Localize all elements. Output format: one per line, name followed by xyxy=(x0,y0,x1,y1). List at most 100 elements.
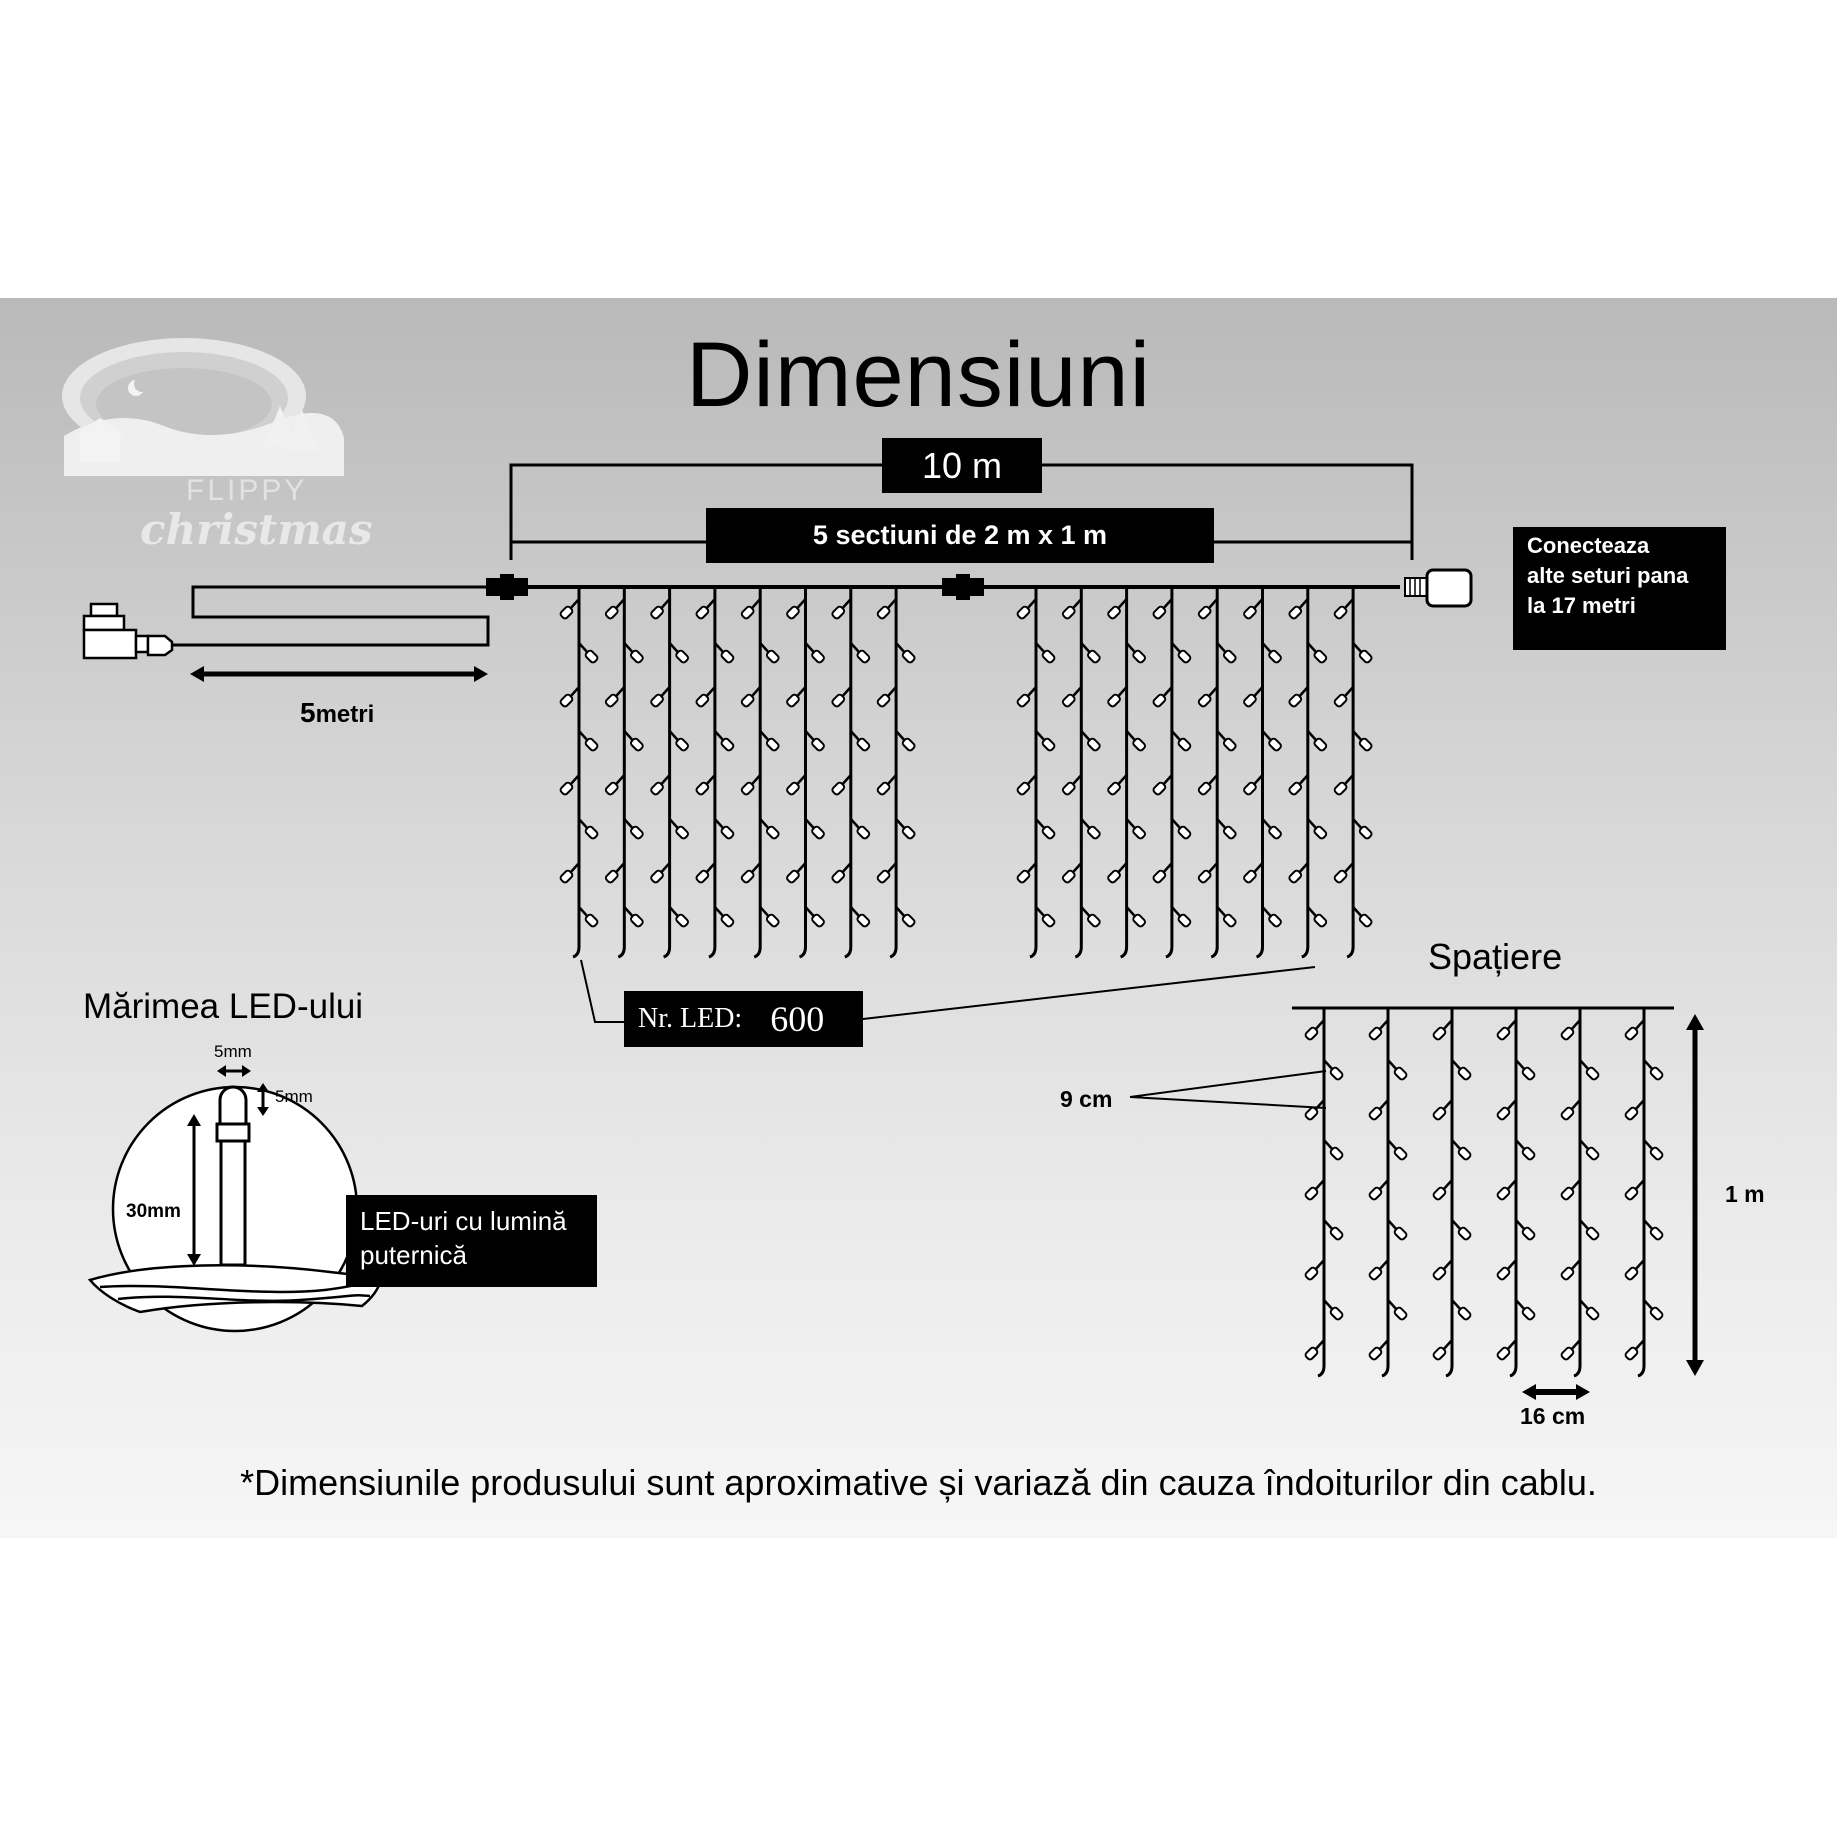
led-bulb-icon xyxy=(1170,730,1192,752)
led-height-label: 5mm xyxy=(275,1087,313,1106)
led-bulb-icon xyxy=(1243,774,1264,796)
led-bulb-icon xyxy=(695,686,716,708)
led-bulb-icon xyxy=(876,862,898,884)
led-bulb-icon xyxy=(1579,1219,1600,1241)
led-bulb-icon xyxy=(804,906,825,928)
led-bulb-icon xyxy=(713,906,735,928)
led-bulb-icon xyxy=(578,642,599,664)
led-bulb-icon xyxy=(1261,642,1282,664)
led-count-label: Nr. LED: xyxy=(638,1003,743,1034)
led-bulb-icon xyxy=(650,862,671,884)
led-bulb-icon xyxy=(695,598,716,620)
led-bulb-icon xyxy=(559,862,580,884)
led-bulb-icon xyxy=(1125,642,1146,664)
led-bulb-icon xyxy=(786,598,807,620)
led-bulb-icon xyxy=(1323,1219,1344,1241)
led-bulb-icon xyxy=(650,598,671,620)
spacing-height-label: 1 m xyxy=(1725,1181,1765,1207)
led-bulb-icon xyxy=(1304,1259,1325,1281)
led-width-arrow xyxy=(217,1065,251,1077)
brand-logo xyxy=(62,338,344,476)
led-bulb-icon xyxy=(1352,906,1373,928)
led-bulb-icon xyxy=(1197,686,1219,708)
led-bulb-icon xyxy=(668,906,689,928)
led-bulb-icon xyxy=(1643,1139,1664,1161)
led-length-label: 30mm xyxy=(126,1201,181,1222)
led-count-value: 600 xyxy=(770,999,825,1039)
led-bulb-icon xyxy=(1216,642,1237,664)
led-bulb-icon xyxy=(1080,906,1101,928)
led-bulb-icon xyxy=(1261,730,1282,752)
led-bulb-icon xyxy=(876,774,898,796)
led-bulb-icon xyxy=(1496,1179,1517,1201)
led-bulb-icon xyxy=(1152,686,1173,708)
curtain-strand xyxy=(1304,1008,1344,1378)
led-bulb-icon xyxy=(895,906,916,928)
led-bulb-icon xyxy=(1288,774,1309,796)
led-bulb-icon xyxy=(668,730,689,752)
curtain-strand xyxy=(1496,1008,1536,1378)
led-bulb-icon xyxy=(713,730,735,752)
led-bulb-icon xyxy=(1304,1339,1325,1361)
led-bulb-icon xyxy=(740,598,762,620)
led-bulb-icon xyxy=(1216,818,1237,840)
led-bulb-icon xyxy=(759,642,780,664)
led-bulb-icon xyxy=(740,862,762,884)
led-bulb-icon xyxy=(895,730,916,752)
led-bulb-icon xyxy=(604,598,626,620)
led-bulb-icon xyxy=(578,818,599,840)
led-bulb-icon xyxy=(804,642,825,664)
led-bulb-icon xyxy=(1323,1299,1344,1321)
led-bulb-icon xyxy=(1560,1019,1581,1041)
led-bulb-icon xyxy=(1304,1099,1325,1121)
led-bulb-icon xyxy=(876,686,898,708)
led-bulb-icon xyxy=(1170,818,1192,840)
led-bulb-icon xyxy=(1387,1139,1408,1161)
connect-note-line: Conecteaza xyxy=(1527,533,1650,558)
led-bulb-icon xyxy=(1352,730,1373,752)
connector-middle xyxy=(942,574,984,600)
led-bulb-icon xyxy=(604,862,626,884)
curtain-right xyxy=(1016,587,1373,959)
total-width-label: 10 m xyxy=(882,438,1042,493)
sections-label: 5 sectiuni de 2 m x 1 m xyxy=(706,508,1214,563)
led-bulb-icon xyxy=(1288,862,1309,884)
led-bulb-icon xyxy=(1515,1299,1536,1321)
led-bulb-icon xyxy=(1304,1179,1325,1201)
curtain-strand xyxy=(786,587,825,959)
curtain-strand xyxy=(1288,587,1328,959)
curtain-strand xyxy=(1197,587,1237,959)
led-bulb-icon xyxy=(623,642,644,664)
led-bulb-icon xyxy=(1624,1099,1645,1121)
led-type-line: LED-uri cu lumină xyxy=(360,1206,567,1236)
led-bulb-icon xyxy=(1432,1339,1453,1361)
led-bulb-icon xyxy=(1035,906,1056,928)
curtain-strand xyxy=(1107,587,1146,959)
led-bulb-icon xyxy=(1451,1299,1472,1321)
led-bulb-icon xyxy=(1496,1339,1517,1361)
diagram-panel xyxy=(0,298,1837,1538)
led-bulb-icon xyxy=(1432,1099,1453,1121)
led-bulb-icon xyxy=(1304,1019,1325,1041)
connect-note-line: alte seturi pana xyxy=(1527,563,1689,588)
footnote: *Dimensiunile produsului sunt aproximati… xyxy=(240,1462,1597,1503)
led-bulb-icon xyxy=(1125,730,1146,752)
led-bulb-icon xyxy=(849,818,871,840)
led-bulb-icon xyxy=(1152,598,1173,620)
led-bulb-icon xyxy=(1107,686,1128,708)
led-bulb-icon xyxy=(1261,818,1282,840)
spacing-vertical-label: 9 cm xyxy=(1060,1086,1113,1112)
led-bulb-icon xyxy=(1016,598,1037,620)
led-bulb-icon xyxy=(1624,1259,1645,1281)
lead-length-unit: metri xyxy=(315,701,375,728)
led-bulb-icon xyxy=(650,686,671,708)
led-height-arrow xyxy=(257,1083,269,1116)
curtain-strand xyxy=(1061,587,1101,959)
led-bulb-icon xyxy=(1515,1139,1536,1161)
lead-length-number: 5 xyxy=(300,697,316,728)
led-bulb-icon xyxy=(1579,1299,1600,1321)
led-bulb-icon xyxy=(695,862,716,884)
led-bulb-icon xyxy=(1451,1059,1472,1081)
curtain-strand xyxy=(1432,1008,1472,1378)
led-bulb-icon xyxy=(1333,774,1355,796)
